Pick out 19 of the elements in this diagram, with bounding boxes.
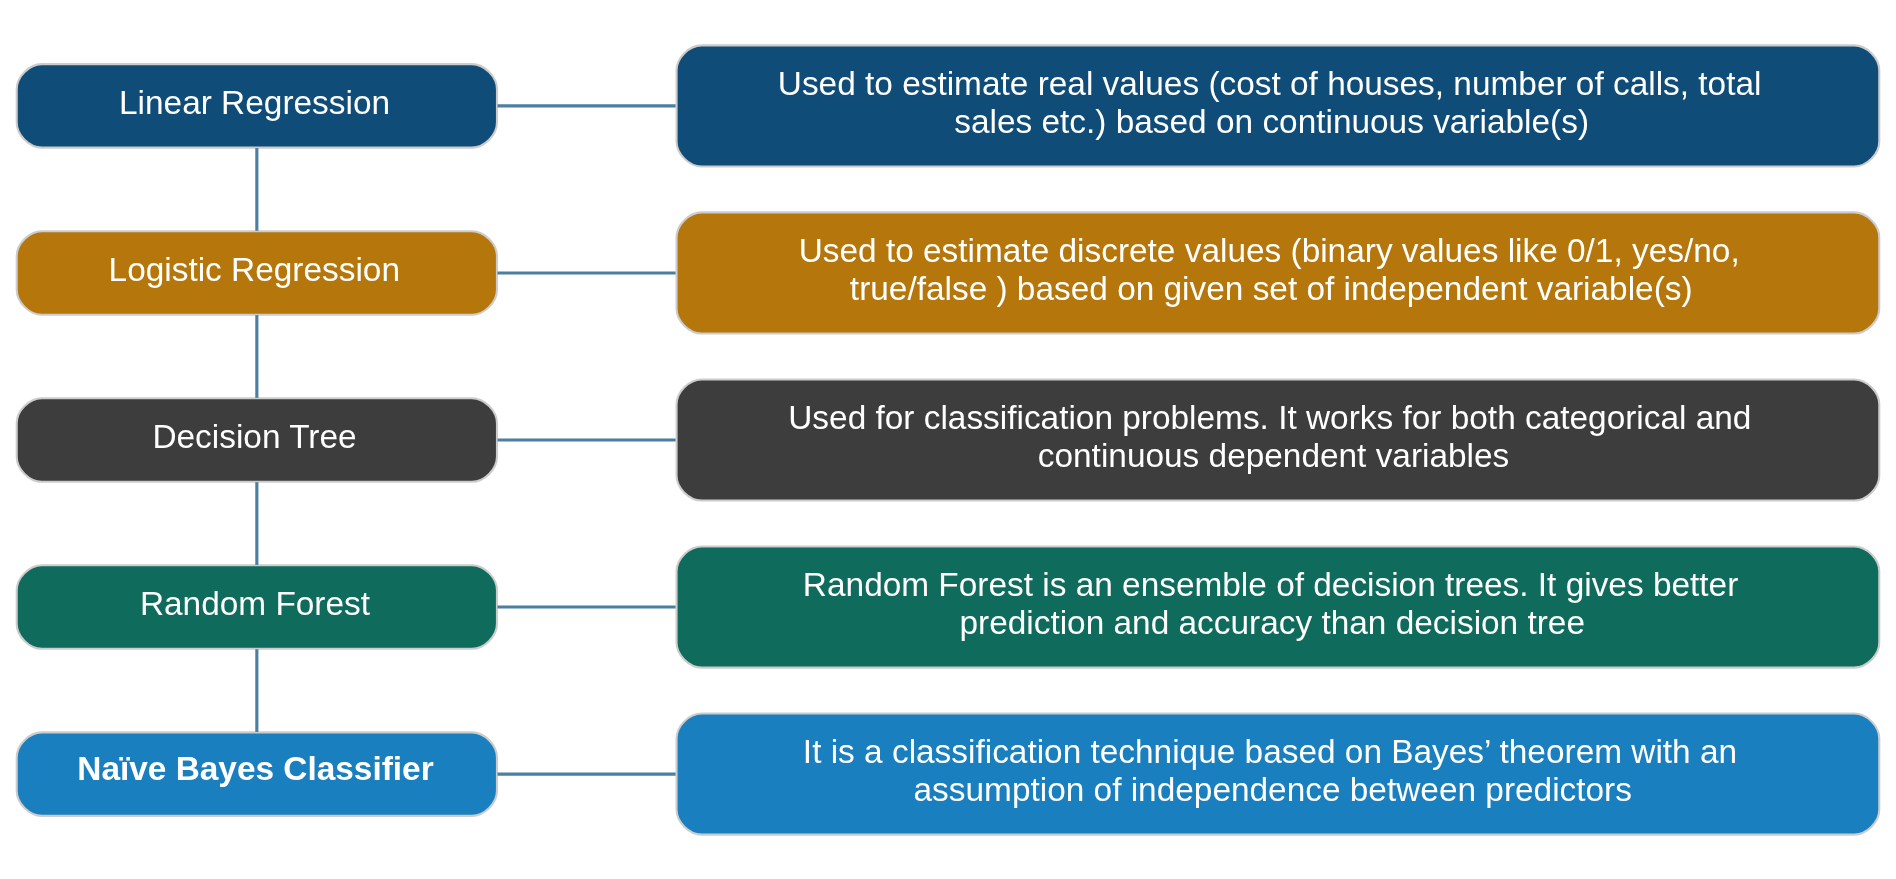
connector [497, 103, 676, 107]
node-box: Used to estimate real values (cost of houses, number of calls, total sales etc.) based on continuous variable(s) [675, 43, 1881, 167]
node-box: Used for classification problems. It works for both categorical and continuous dependent variables [675, 377, 1881, 502]
connector [255, 147, 259, 231]
connector [255, 481, 259, 565]
node-box: It is a classification technique based on Bayes’ theorem with an assumption of independence between predictors [675, 712, 1881, 836]
connector [255, 648, 259, 732]
node-box: Naïve Bayes Classifier [15, 730, 498, 817]
connector [255, 314, 259, 398]
node-box: Logistic Regression [15, 229, 498, 316]
connector [497, 605, 676, 609]
connector [497, 270, 676, 274]
node-box: Random Forest [15, 563, 498, 650]
connector [497, 437, 676, 442]
node-box: Used to estimate discrete values (binary values like 0/1, yes/no, true/false ) based on given set of independent variable(s) [675, 210, 1881, 335]
node-box: Random Forest is an ensemble of decision trees. It gives better prediction and accuracy than decision tree [675, 544, 1881, 669]
connector [497, 772, 676, 776]
node-box: Linear Regression [15, 62, 498, 149]
node-box: Decision Tree [15, 396, 498, 483]
